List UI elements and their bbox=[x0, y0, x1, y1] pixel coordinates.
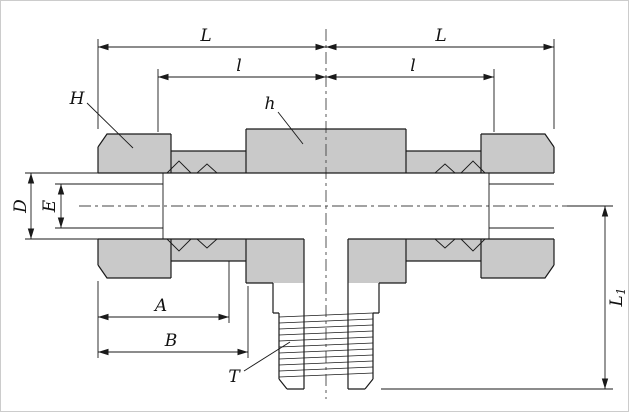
tube-bore-lines bbox=[98, 173, 554, 239]
dim-label-l-left: l bbox=[236, 56, 241, 76]
dim-label-T: T bbox=[228, 367, 241, 387]
dim-label-l-right: l bbox=[410, 56, 415, 76]
dimension-lines bbox=[27, 43, 609, 389]
centerlines bbox=[79, 29, 577, 399]
dim-label-L1: L1 bbox=[607, 288, 628, 308]
dim-label-L-left: L bbox=[199, 26, 211, 46]
dim-label-A: A bbox=[153, 296, 167, 316]
dim-label-L1-base: L bbox=[607, 295, 627, 307]
center-body-outline bbox=[245, 128, 407, 284]
right-nut-outline bbox=[406, 133, 555, 279]
leader-lines bbox=[86, 102, 304, 372]
dim-label-L1-subscript: 1 bbox=[614, 288, 628, 296]
leader-h bbox=[277, 111, 304, 145]
dim-label-H: H bbox=[69, 89, 86, 109]
leader-T bbox=[243, 341, 291, 372]
dim-label-B: B bbox=[164, 331, 178, 351]
dim-label-D: D bbox=[11, 199, 31, 214]
dim-label-L-right: L bbox=[434, 26, 446, 46]
leader-H bbox=[86, 102, 134, 149]
branch-port-outline bbox=[272, 283, 380, 390]
branch-thread-lines bbox=[278, 312, 374, 378]
dimension-labels: L L l l H h D E A B T L1 bbox=[11, 26, 628, 387]
dim-label-h: h bbox=[265, 94, 276, 114]
right-ferrules bbox=[434, 160, 486, 252]
left-ferrules bbox=[166, 160, 218, 252]
left-nut-outline bbox=[97, 133, 246, 279]
horizontal-bore-lines bbox=[98, 172, 554, 240]
fitting-outlines bbox=[97, 128, 555, 390]
dim-label-E: E bbox=[40, 199, 60, 213]
